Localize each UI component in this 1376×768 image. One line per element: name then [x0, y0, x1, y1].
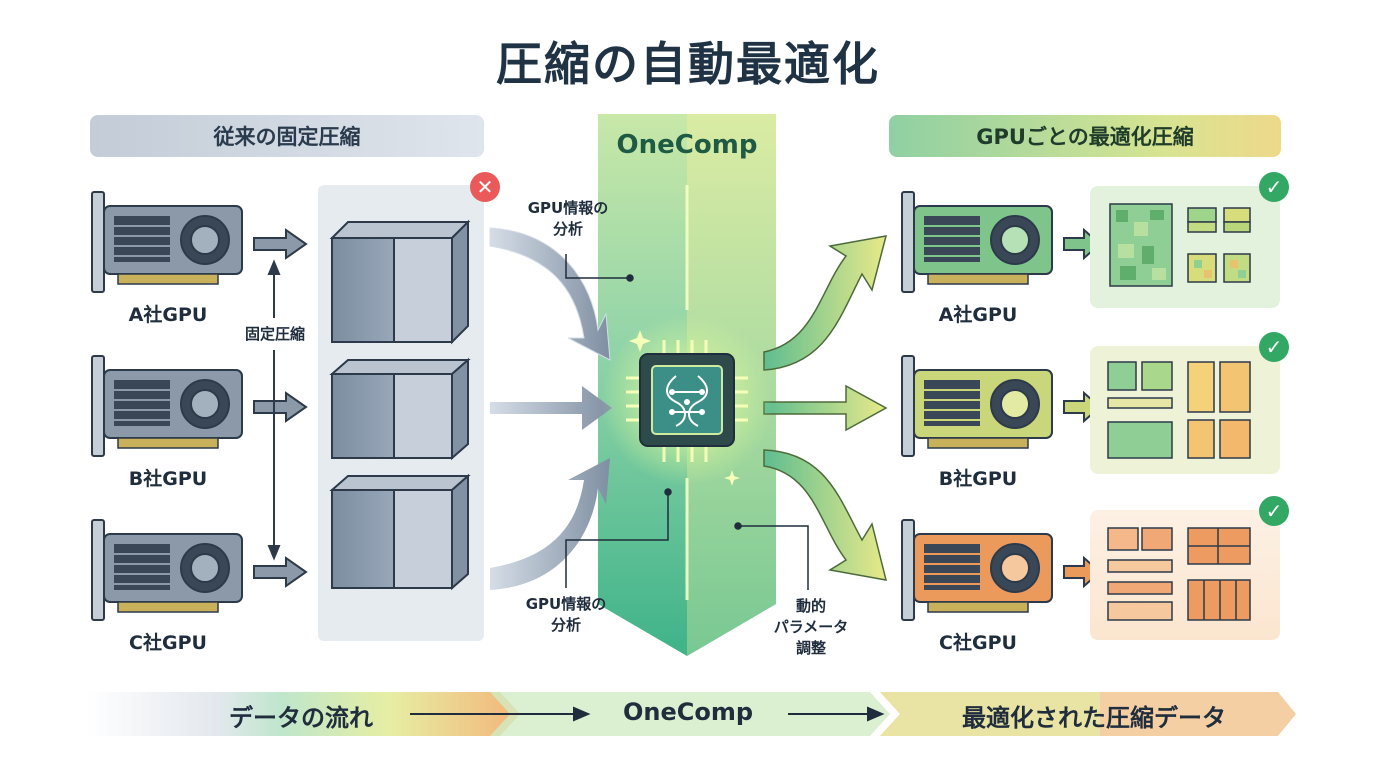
flow-step-result: 最適化された圧縮データ: [962, 704, 1226, 732]
gpu-label: B社GPU: [938, 468, 1018, 490]
compressed-block: [1107, 361, 1251, 459]
gpu-card-icon: [901, 355, 1053, 457]
analysis-label-top: GPU情報の 分析: [527, 199, 609, 238]
fixed-compressed-box: [329, 219, 471, 345]
fixed-compression-label: 固定圧縮: [234, 324, 316, 345]
compressed-block: [1223, 207, 1251, 223]
check-icon: ✓: [1259, 496, 1289, 526]
gpu-label: A社GPU: [938, 304, 1018, 326]
gpu-label: C社GPU: [939, 632, 1017, 654]
gpu-card-icon: [91, 355, 243, 457]
flow-step-data: データの流れ: [229, 704, 373, 732]
gpu-card-icon: [901, 191, 1053, 293]
fixed-compression-header: 従来の固定圧縮: [90, 115, 484, 157]
fixed-bracket-line: [267, 259, 281, 561]
flow-arrow-icon: [410, 706, 885, 722]
compressed-block: [1107, 527, 1251, 621]
annotation-lines: [565, 254, 809, 590]
gpu-label: B社GPU: [128, 468, 208, 490]
gpu-label: C社GPU: [129, 632, 207, 654]
gpu-card-icon: [901, 519, 1053, 621]
gpu-card-icon: [91, 519, 243, 621]
ai-chip-icon: [601, 314, 773, 486]
optimized-compression-header: GPUごとの最適化圧縮: [889, 115, 1281, 157]
fixed-compressed-box: [329, 357, 471, 461]
data-flow-bar: [86, 692, 1296, 736]
compressed-block: [1187, 207, 1217, 223]
sparkle-icon: [629, 330, 740, 486]
input-flow-arrows: [489, 227, 612, 590]
close-icon: ✕: [470, 172, 500, 202]
output-flow-arrows: [763, 235, 888, 581]
check-icon: ✓: [1259, 172, 1289, 202]
flow-step-onecomp: OneComp: [622, 698, 754, 726]
page-title: 圧縮の自動最適化: [496, 37, 880, 91]
check-icon: ✓: [1259, 332, 1289, 362]
dynamic-parameter-label: 動的 パラメータ 調整: [773, 597, 849, 657]
gpu-card-icon: [91, 191, 243, 293]
compressed-block: [1109, 203, 1173, 287]
gpu-label: A社GPU: [128, 304, 208, 326]
fixed-compressed-box: [329, 473, 471, 591]
arrow-right-icon: [253, 228, 308, 588]
onecomp-title: OneComp: [616, 130, 758, 160]
analysis-label-bottom: GPU情報の 分析: [525, 595, 607, 634]
